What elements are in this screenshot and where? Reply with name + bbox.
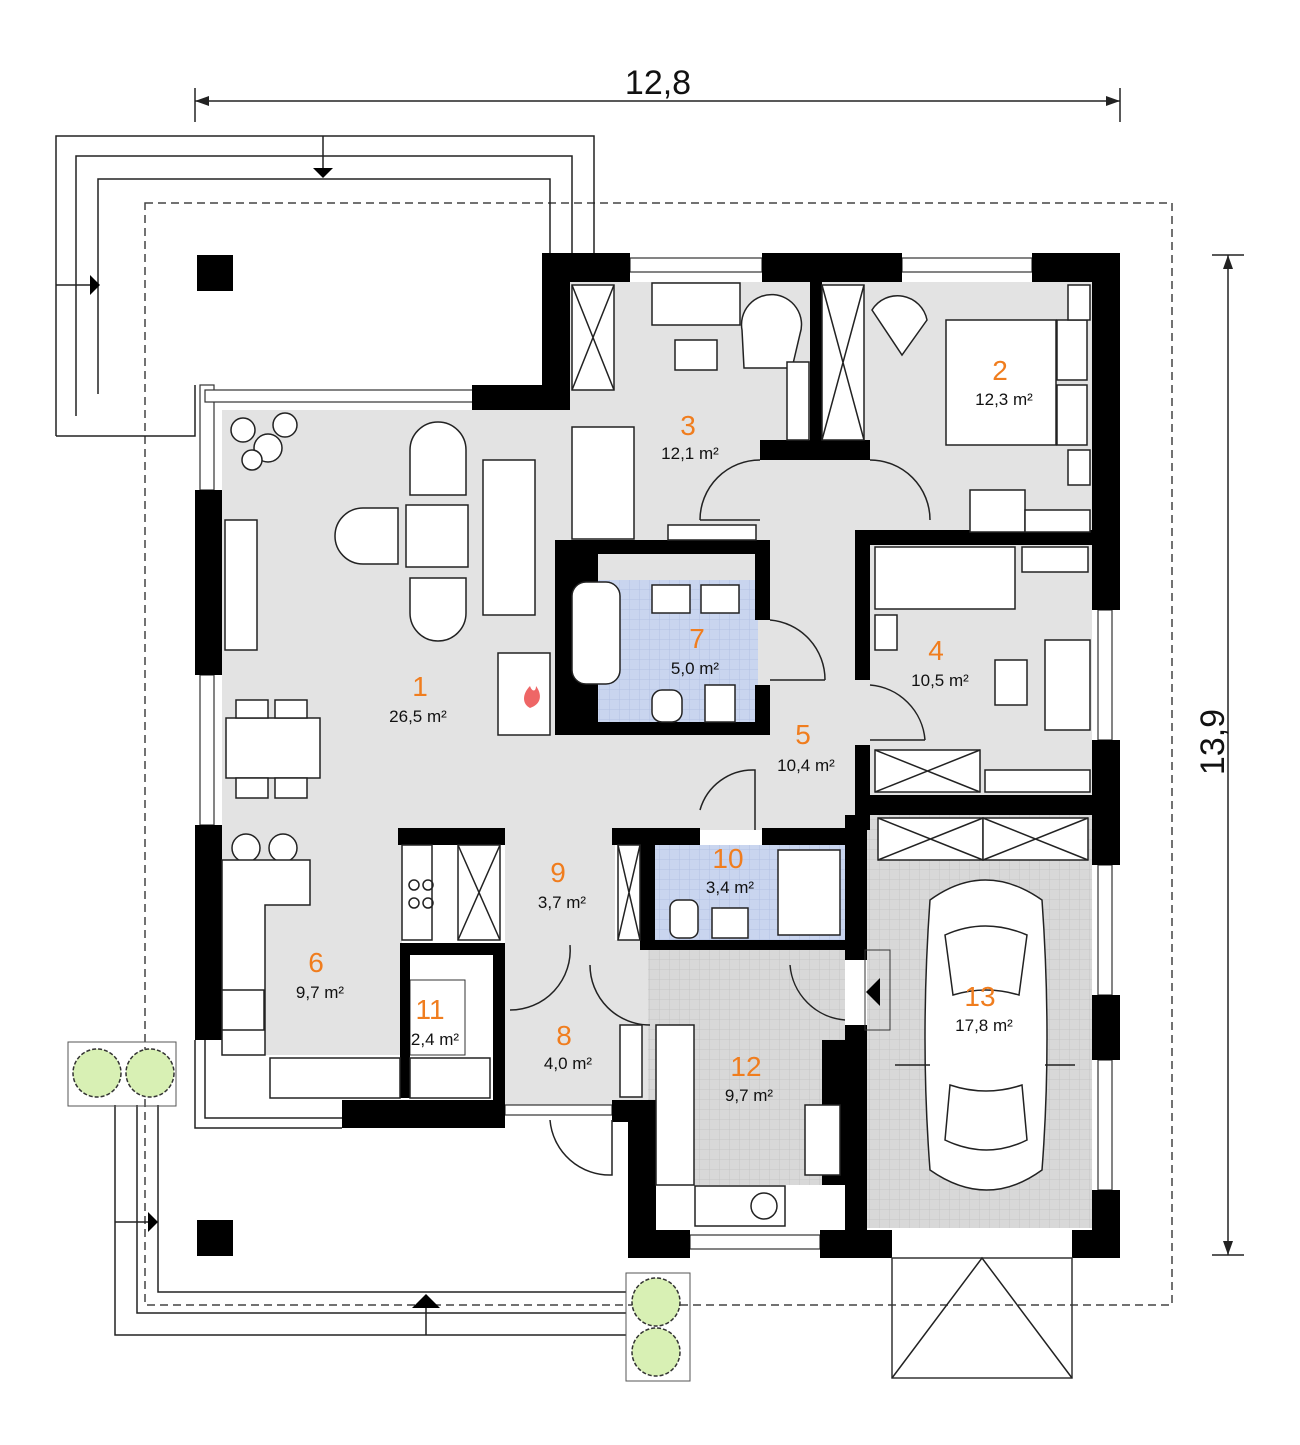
room-1-label: 1 26,5 m² — [389, 671, 447, 726]
svg-text:5,0 m²: 5,0 m² — [671, 659, 720, 678]
svg-text:8: 8 — [556, 1020, 572, 1051]
room-12-label: 12 9,7 m² — [725, 1051, 774, 1105]
dining-table — [225, 717, 321, 779]
doors — [509, 459, 931, 1176]
bed — [945, 319, 1057, 446]
sofa — [482, 459, 536, 616]
svg-text:26,5 m²: 26,5 m² — [389, 707, 447, 726]
column — [197, 1220, 233, 1256]
room-3-label: 3 12,1 m² — [661, 410, 719, 463]
room-11-label: 11 2,4 m² — [411, 994, 460, 1049]
svg-text:10,5 m²: 10,5 m² — [911, 671, 969, 690]
svg-text:9: 9 — [550, 857, 566, 888]
room-2-label: 2 12,3 m² — [975, 355, 1033, 409]
svg-text:17,8 m²: 17,8 m² — [955, 1016, 1013, 1035]
svg-text:10: 10 — [712, 843, 743, 874]
svg-text:11: 11 — [415, 994, 444, 1025]
trees — [67, 1041, 691, 1382]
svg-text:9,7 m²: 9,7 m² — [296, 983, 345, 1002]
svg-text:5: 5 — [795, 719, 811, 750]
furniture — [221, 282, 1091, 1227]
windows — [199, 257, 1113, 1250]
svg-text:3,7 m²: 3,7 m² — [538, 893, 587, 912]
terrace-top — [55, 135, 595, 437]
svg-text:3: 3 — [680, 410, 696, 441]
width-dimension: 12,8 — [194, 64, 1121, 122]
entrance-canopy — [891, 1256, 1073, 1379]
svg-text:12,3 m²: 12,3 m² — [975, 390, 1033, 409]
room-10-label: 10 3,4 m² — [706, 843, 755, 897]
room-6-label: 6 9,7 m² — [296, 947, 345, 1002]
room-7-label: 7 5,0 m² — [671, 623, 720, 678]
svg-text:2,4 m²: 2,4 m² — [411, 1030, 460, 1049]
svg-text:9,7 m²: 9,7 m² — [725, 1086, 774, 1105]
garage-shelves — [877, 817, 1089, 861]
room-5-label: 5 10,4 m² — [777, 719, 835, 775]
bathtub — [571, 581, 621, 685]
svg-text:1: 1 — [412, 671, 428, 702]
svg-text:7: 7 — [689, 623, 705, 654]
plant-icon — [230, 412, 298, 471]
svg-text:2: 2 — [992, 355, 1008, 386]
room-8-label: 8 4,0 m² — [544, 1020, 593, 1073]
depth-label: 13,9 — [1194, 709, 1232, 775]
room-4-label: 4 10,5 m² — [911, 635, 969, 690]
car-icon — [895, 879, 1075, 1191]
svg-text:4,0 m²: 4,0 m² — [544, 1054, 593, 1073]
svg-text:12,1 m²: 12,1 m² — [661, 444, 719, 463]
svg-text:3,4 m²: 3,4 m² — [706, 878, 755, 897]
svg-text:13: 13 — [964, 981, 995, 1012]
depth-dimension: 13,9 — [1194, 254, 1244, 1256]
width-label: 12,8 — [625, 64, 691, 102]
svg-text:12: 12 — [730, 1051, 761, 1082]
svg-text:4: 4 — [928, 635, 944, 666]
room-9-label: 9 3,7 m² — [538, 857, 587, 912]
tv-cabinet — [224, 519, 258, 651]
fireplace — [497, 652, 551, 736]
svg-text:6: 6 — [308, 947, 324, 978]
walls — [195, 253, 1120, 1258]
fire-icon — [524, 686, 540, 708]
room-13-label: 13 17,8 m² — [955, 981, 1013, 1035]
column — [197, 255, 233, 291]
terrace-bottom — [114, 1040, 626, 1336]
svg-text:10,4 m²: 10,4 m² — [777, 756, 835, 775]
